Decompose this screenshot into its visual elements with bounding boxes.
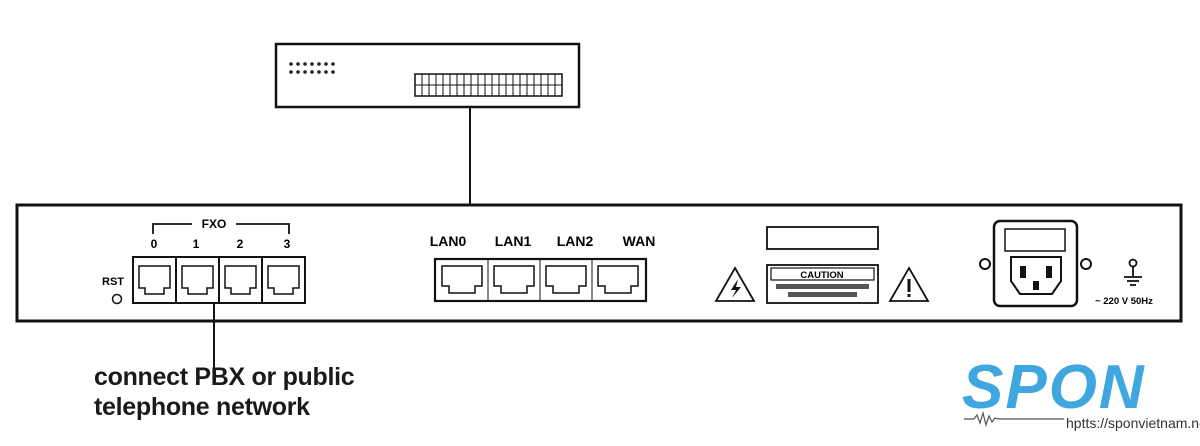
network-port-group: LAN0 LAN1 LAN2 WAN [430, 233, 656, 303]
caption-line-2: telephone network [94, 393, 310, 421]
electric-hazard-icon [714, 266, 756, 302]
network-switch [274, 42, 581, 109]
reset-button [111, 293, 123, 305]
wan-label: WAN [623, 233, 656, 249]
inlet-screw-right [1080, 258, 1092, 270]
fxo-port-0-label: 0 [151, 237, 158, 251]
spon-watermark: SPON hptts://sponvietnam.net [962, 353, 1200, 437]
lan0-label: LAN0 [430, 233, 467, 249]
lan0-jack [441, 265, 483, 294]
switch-status-leds [289, 62, 335, 74]
wan-jack [597, 265, 639, 294]
inlet-screw-left [979, 258, 991, 270]
lan2-jack [545, 265, 587, 294]
audio-wave-icon [964, 411, 1064, 427]
caution-label: CAUTION [800, 270, 843, 281]
fxo-jack-1 [175, 256, 220, 304]
fxo-label: FXO [202, 217, 227, 231]
fxo-port-2-label: 2 [237, 237, 244, 251]
safety-labels: CAUTION [714, 226, 930, 304]
lan1-jack [493, 265, 535, 294]
brand-name: SPON [962, 353, 1146, 422]
switch-port-array [414, 73, 563, 97]
fxo-jack-0 [132, 256, 177, 304]
fxo-port-1-label: 1 [193, 237, 200, 251]
fuse-holder [1004, 228, 1066, 252]
caption-line-1: connect PBX or public [94, 363, 355, 391]
ground-icon [1124, 258, 1142, 286]
fxo-port-3-label: 3 [284, 237, 291, 251]
fxo-jack-2 [218, 256, 263, 304]
rst-label: RST [102, 276, 124, 288]
serial-label-plate [766, 226, 879, 250]
warning-exclamation-icon [888, 266, 930, 302]
power-rating-label: ~ 220 V 50Hz [1095, 296, 1153, 307]
lan2-label: LAN2 [557, 233, 594, 249]
lan1-label: LAN1 [495, 233, 532, 249]
fxo-jack-3 [261, 256, 306, 304]
brand-url: hptts://sponvietnam.net [1066, 415, 1200, 431]
power-inlet [979, 219, 1092, 308]
fxo-port-group: FXO 0 1 2 3 [132, 216, 306, 304]
fxo-connection-caption: connect PBX or public telephone network [94, 362, 355, 422]
